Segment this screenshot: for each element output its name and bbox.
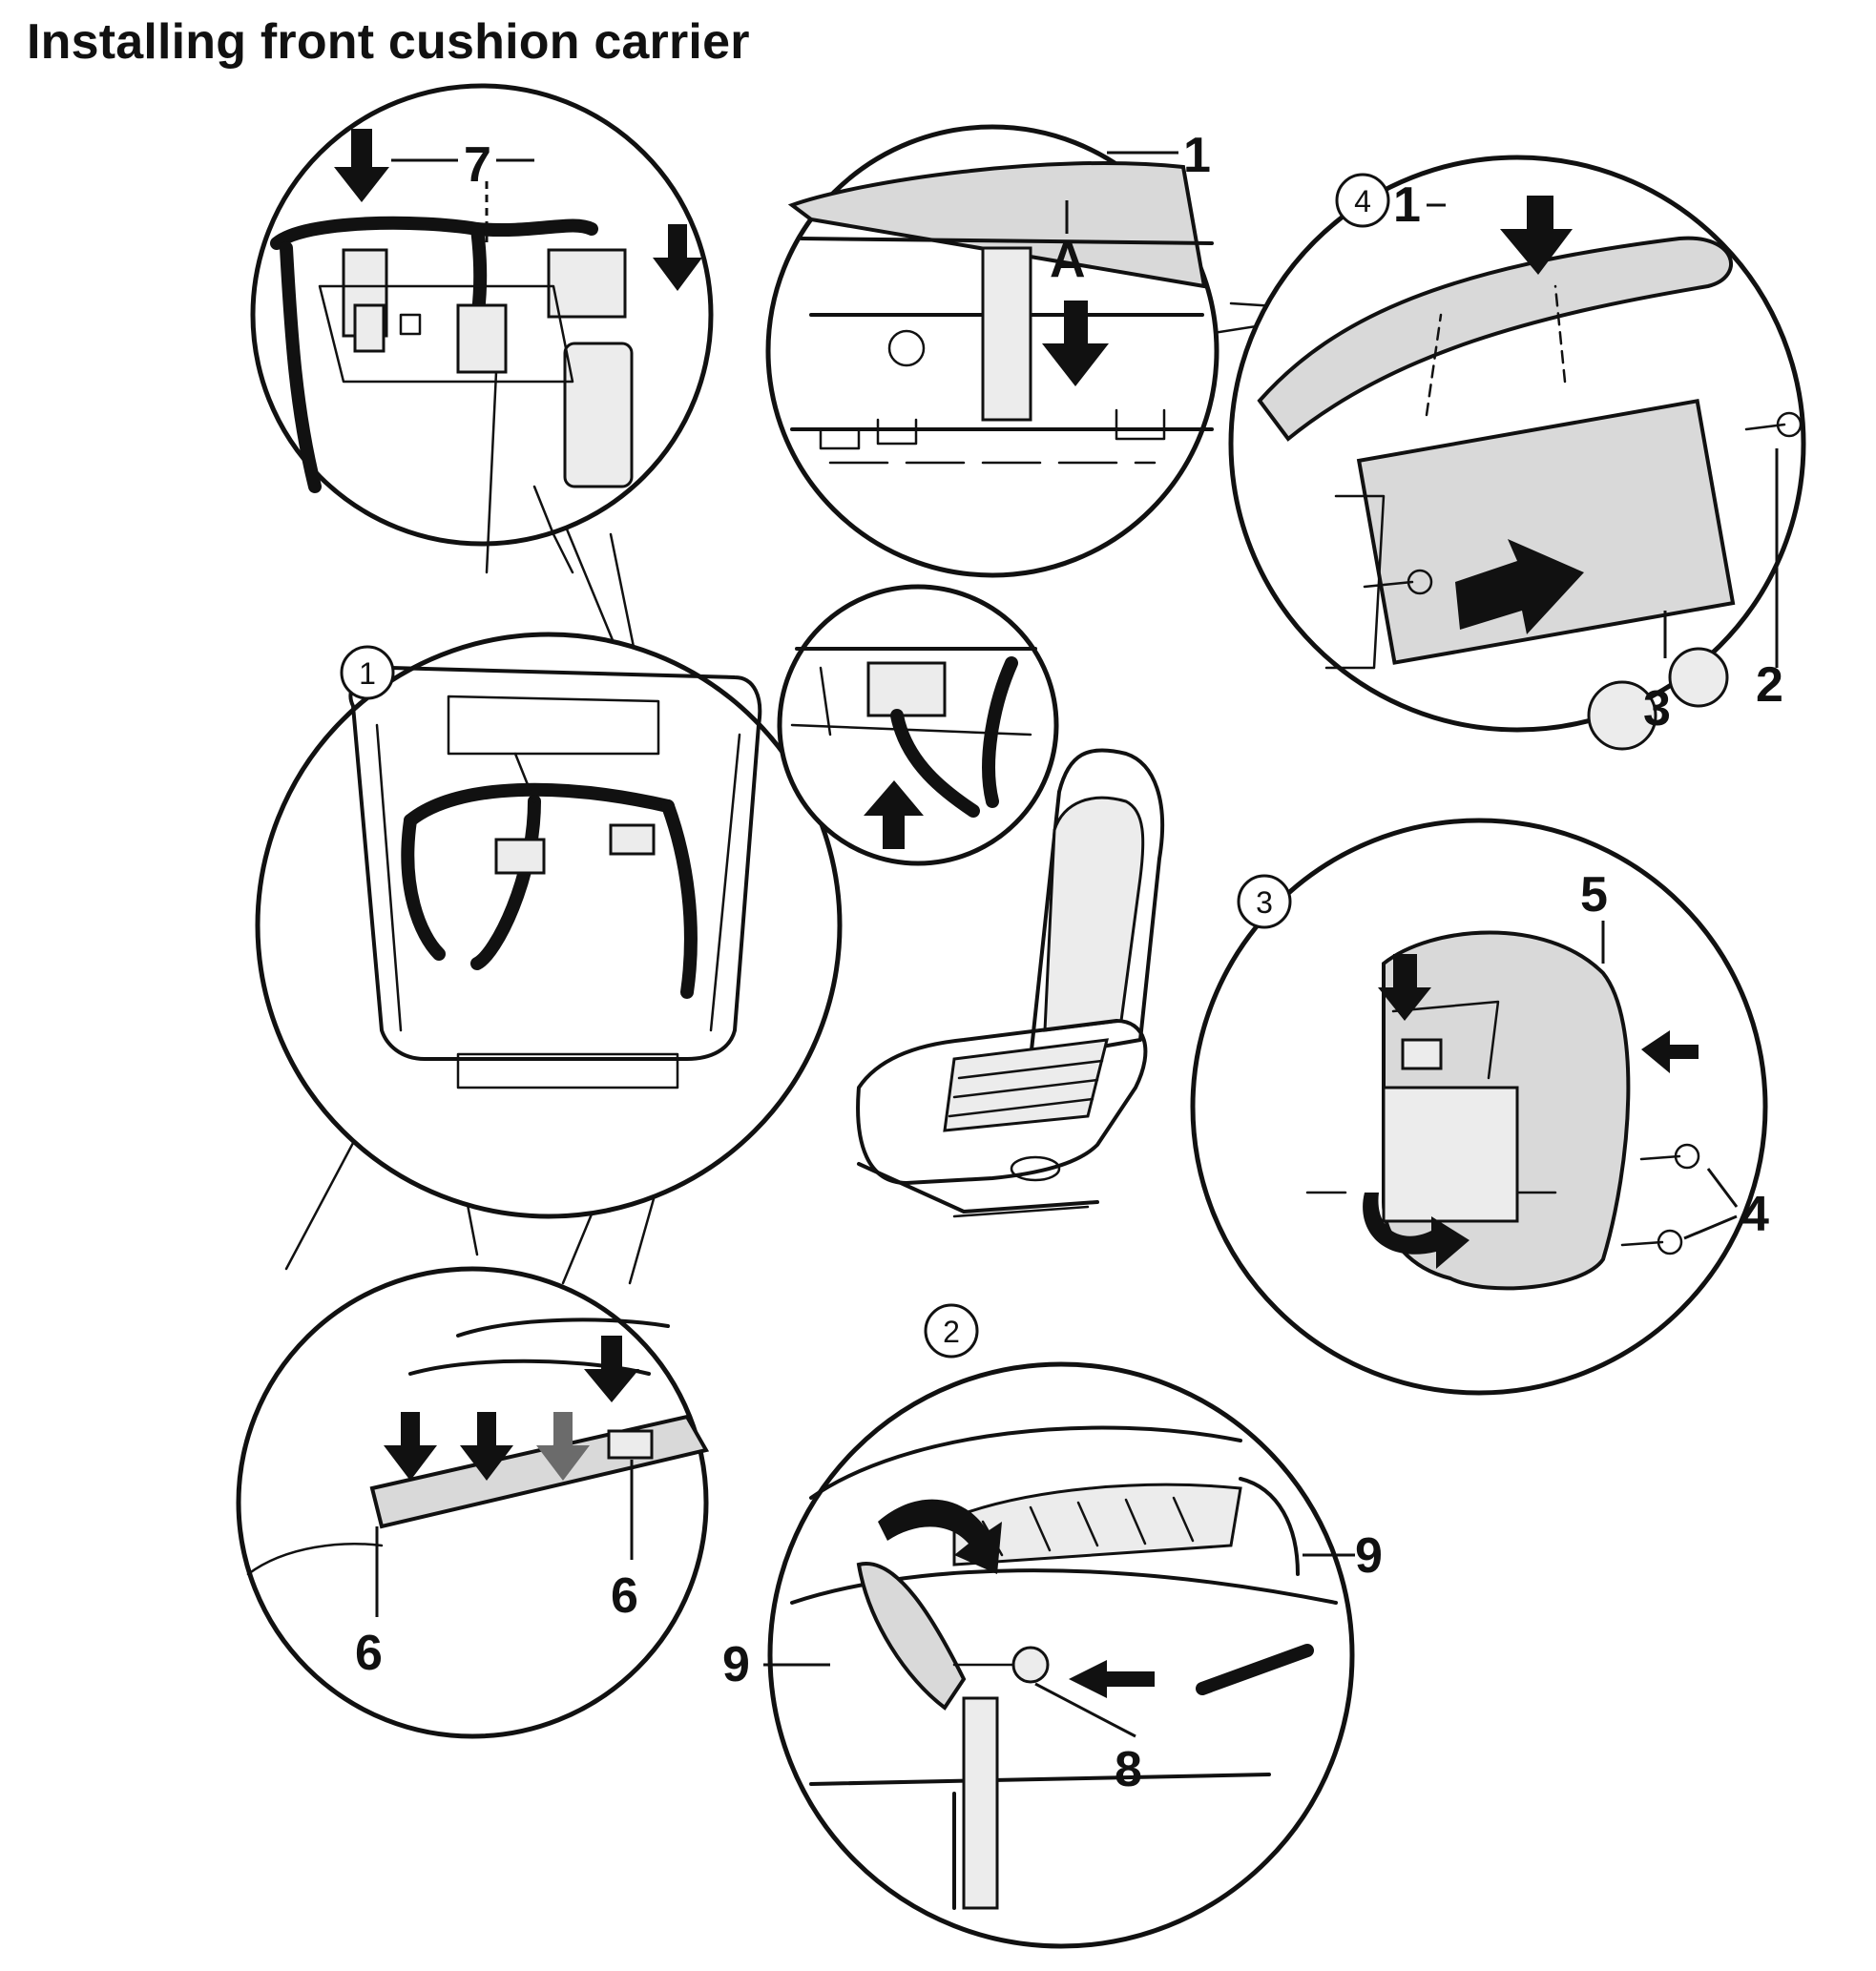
detail-seat-rail: 6 6 [236, 1266, 710, 1739]
detail-connector-harness: 7 [250, 83, 714, 574]
detail-side-trim: 4 5 3 [1190, 818, 1769, 1396]
callout-8: 8 [1115, 1742, 1142, 1797]
callout-1-top: 1 [1183, 128, 1211, 183]
callout-5: 5 [1580, 867, 1608, 923]
detail-clip-a: 1 A [765, 124, 1219, 578]
step-2-label: 2 [943, 1315, 960, 1349]
detail-seat-frame: 1 [255, 632, 843, 1219]
callout-1-right: 1 [1393, 177, 1421, 233]
step-1-label: 1 [359, 656, 376, 691]
callout-a: A [1050, 233, 1086, 288]
callout-6-right: 6 [611, 1568, 638, 1624]
callout-2: 2 [1756, 657, 1783, 713]
detail-connector-clip [777, 584, 1059, 866]
step-4-label: 4 [1354, 184, 1371, 218]
callout-9-left: 9 [722, 1637, 750, 1692]
detail-control-unit: 4 1 2 3 [1228, 155, 1806, 751]
page-title: Installing front cushion carrier [27, 14, 750, 70]
step-3-label: 3 [1256, 885, 1273, 920]
callout-9-right: 9 [1355, 1528, 1383, 1584]
callout-4: 4 [1741, 1187, 1769, 1242]
callout-3: 3 [1643, 681, 1671, 737]
seat-illustration [856, 748, 1164, 1218]
detail-cushion-carrier: 9 9 8 2 [722, 1303, 1383, 1949]
callout-7: 7 [464, 137, 491, 193]
callout-6-left: 6 [355, 1626, 383, 1681]
